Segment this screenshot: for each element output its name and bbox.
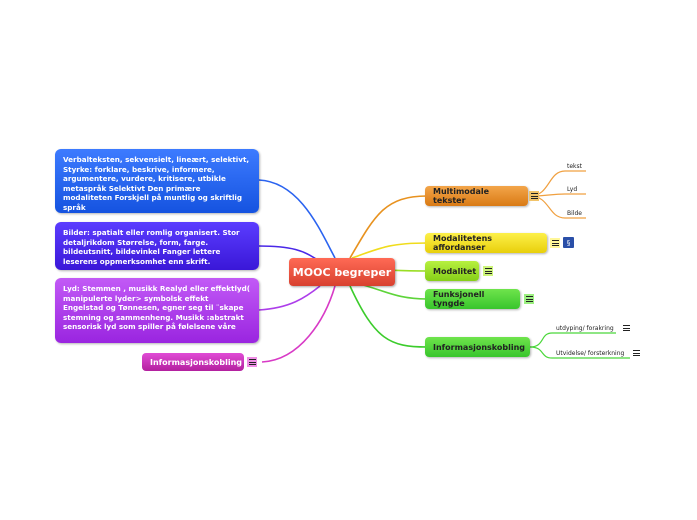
topic-text: Verbalteksten, sekvensielt, lineært, sel… bbox=[63, 155, 250, 212]
link-utvidelse bbox=[529, 346, 630, 359]
link-utdyping bbox=[529, 332, 616, 348]
leaf-utdyping[interactable]: utdyping/ forakring bbox=[556, 325, 614, 332]
topic-label: Informasjonskobling bbox=[433, 342, 526, 352]
link-verbaltekst bbox=[258, 179, 336, 259]
link-lyd-left bbox=[258, 285, 321, 311]
topic-text: Lyd: Stemmen , musikk Realyd eller effek… bbox=[63, 284, 251, 332]
topic-informasjonskobling-left[interactable]: Informasjonskobling bbox=[142, 353, 244, 371]
link-informasjonskobling-left bbox=[261, 285, 336, 363]
note-icon[interactable] bbox=[621, 323, 631, 333]
note-icon[interactable] bbox=[247, 357, 257, 367]
leaf-bilde[interactable]: Bilde bbox=[567, 210, 582, 217]
topic-multimodale-tekster[interactable]: Multimodale tekster bbox=[425, 186, 528, 206]
central-topic[interactable]: MOOC begreper bbox=[289, 258, 395, 286]
topic-lyd[interactable]: Lyd: Stemmen , musikk Realyd eller effek… bbox=[55, 278, 259, 343]
topic-modalitetens-affordanser[interactable]: Modalitetens affordanser bbox=[425, 233, 547, 253]
note-icon[interactable] bbox=[524, 294, 534, 304]
topic-bilder[interactable]: Bilder: spatialt eller romlig organisert… bbox=[55, 222, 259, 270]
link-icon[interactable]: § bbox=[563, 237, 574, 248]
topic-text: Bilder: spatialt eller romlig organisert… bbox=[63, 228, 240, 266]
topic-label: Funksjonell tyngde bbox=[433, 290, 485, 308]
central-topic-label: MOOC begreper bbox=[292, 265, 392, 279]
topic-label: Informasjonskobling bbox=[150, 357, 243, 367]
link-affordanser bbox=[351, 242, 428, 259]
leaf-tekst[interactable]: tekst bbox=[567, 163, 582, 170]
topic-modalitet[interactable]: Modalitet bbox=[425, 261, 479, 281]
topic-funksjonell-tyngde[interactable]: Funksjonell tyngde bbox=[425, 289, 520, 309]
leaf-lyd[interactable]: Lyd bbox=[567, 186, 578, 193]
note-icon[interactable] bbox=[631, 348, 641, 358]
note-icon[interactable] bbox=[550, 238, 560, 248]
topic-label: Multimodale tekster bbox=[433, 187, 490, 205]
topic-informasjonskobling-right[interactable]: Informasjonskobling bbox=[425, 337, 530, 357]
note-icon[interactable] bbox=[483, 266, 493, 276]
topic-label: Modalitet bbox=[433, 266, 477, 276]
topic-label: Modalitetens affordanser bbox=[433, 234, 493, 252]
link-informasjonskobling-right bbox=[349, 285, 428, 348]
topic-verbaltekst[interactable]: Verbalteksten, sekvensielt, lineært, sel… bbox=[55, 149, 259, 213]
link-multimodale bbox=[349, 195, 428, 259]
leaf-utvidelse[interactable]: Utvidelse/ forsterkning bbox=[556, 350, 625, 357]
note-icon[interactable] bbox=[529, 191, 539, 201]
